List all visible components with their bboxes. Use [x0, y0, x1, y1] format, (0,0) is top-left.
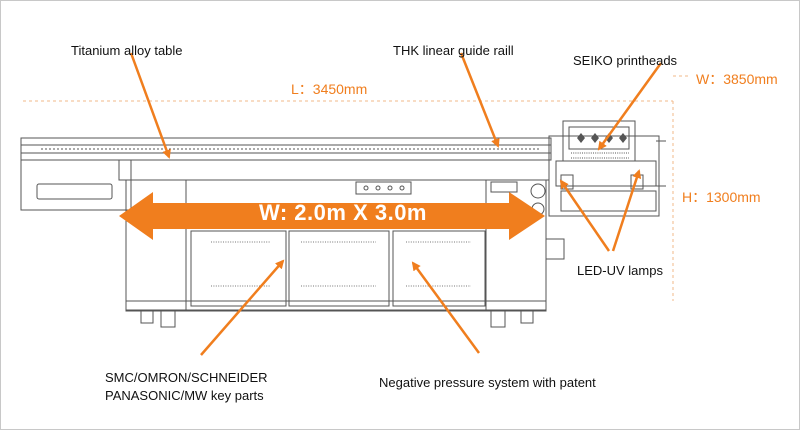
- label-seiko-heads: SEIKO printheads: [573, 53, 678, 68]
- label-thk-rail: THK linear guide raill: [393, 43, 514, 58]
- arrow-led-left: [559, 179, 611, 252]
- label-print-area: W: 2.0m X 3.0m: [259, 200, 427, 225]
- label-width-total: W：3850mm: [696, 71, 778, 87]
- key-parts-line-2: PANASONIC/MW key parts: [105, 388, 264, 403]
- label-titanium-table: Titanium alloy table: [71, 43, 183, 58]
- label-led-uv: LED-UV lamps: [577, 263, 663, 278]
- arrow-key-parts: [200, 259, 285, 356]
- arrow-negative-pressure: [411, 261, 481, 354]
- label-height: H：1300mm: [682, 189, 761, 205]
- dimension-lines: [23, 75, 691, 301]
- arrow-titanium-table: [129, 52, 171, 159]
- label-negative-pressure: Negative pressure system with patent: [379, 375, 596, 390]
- arrow-seiko-heads: [597, 62, 663, 151]
- printer-machine: [20, 120, 666, 328]
- arrow-led-right: [611, 169, 642, 252]
- label-key-parts: SMC/OMRON/SCHNEIDER PANASONIC/MW key par…: [105, 369, 268, 405]
- label-length: L：3450mm: [291, 81, 368, 97]
- key-parts-line-1: SMC/OMRON/SCHNEIDER: [105, 370, 268, 385]
- print-width-arrow: [119, 192, 545, 240]
- pointer-arrows: [129, 52, 663, 356]
- arrow-thk-rail: [459, 52, 500, 148]
